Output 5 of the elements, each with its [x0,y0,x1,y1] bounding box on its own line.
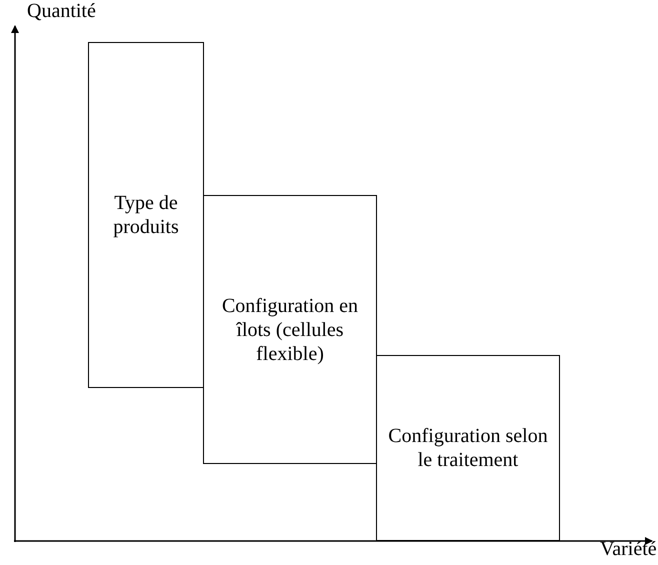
category-box: Type de produits [88,42,204,388]
category-box: Configuration selon le traitement [376,355,560,541]
axis-label: Variété [600,538,657,561]
category-box: Configuration en îlots (cellules flexible) [203,195,377,464]
axis-label: Quantité [27,0,96,23]
